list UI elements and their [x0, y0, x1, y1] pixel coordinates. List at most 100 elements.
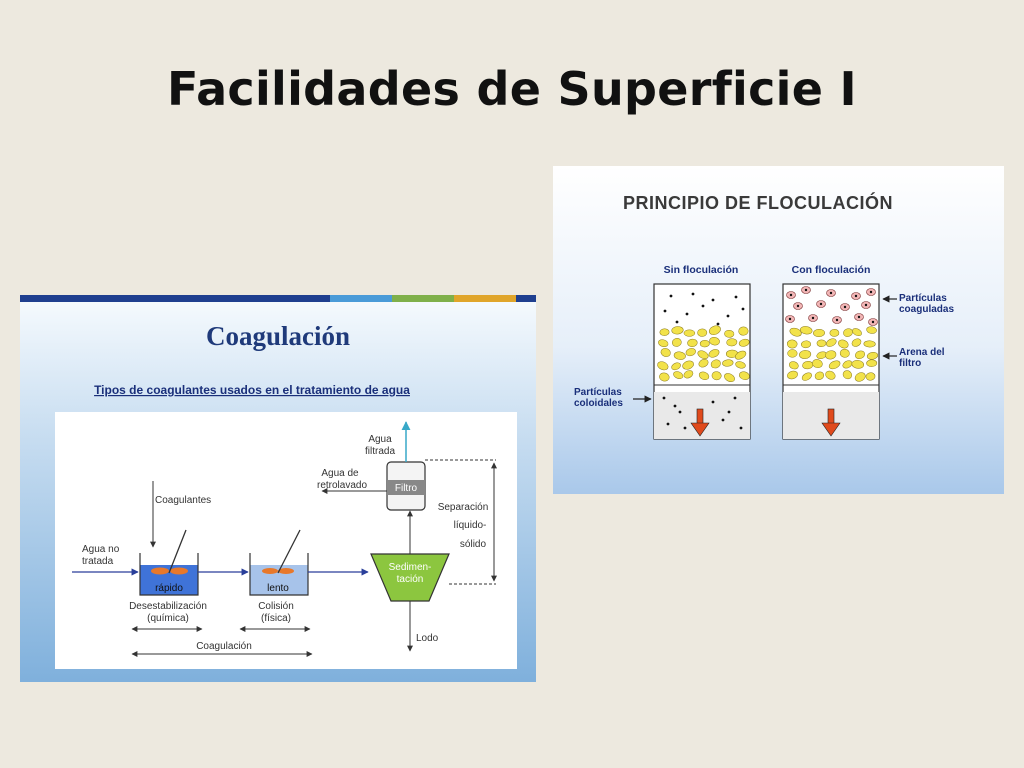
colloid-dot — [691, 292, 695, 296]
sand-grain — [673, 371, 684, 379]
sedimentation-unit — [370, 553, 450, 602]
separacion-label-2: líquido- — [454, 520, 487, 531]
column-sin-floculacion — [653, 283, 751, 440]
sand-grain — [825, 350, 837, 360]
sand-grain — [825, 370, 836, 380]
coagulated-particle-core — [871, 320, 875, 324]
coagulated-particle-core — [864, 303, 868, 307]
coagulated-particle-core — [829, 291, 833, 295]
coagulated-particle-core — [788, 317, 792, 321]
sand-grain — [787, 370, 798, 380]
sand-grain — [722, 359, 734, 367]
sand-grain — [812, 359, 823, 369]
con-floculacion-label: Con floculación — [792, 264, 871, 276]
separacion-label-3: sólido — [460, 539, 487, 550]
coagulated-particle-core — [789, 293, 793, 297]
desestabilizacion-label-1: Desestabilización — [129, 601, 207, 612]
sedimentacion-label-1: Sedimen- — [389, 562, 432, 573]
sand-grain — [726, 338, 738, 347]
sand-grain — [711, 371, 722, 381]
sand-grain — [659, 372, 670, 382]
down-arrow-right — [821, 408, 841, 437]
sand-grain — [699, 339, 710, 348]
coagulation-diagram: Coagulación Tipos de coagulantes usados … — [20, 295, 536, 682]
colloid-dot — [673, 404, 677, 408]
sand-grain — [854, 350, 866, 360]
sand-grain — [671, 338, 682, 347]
retrolavado-label-1: Agua de — [321, 468, 359, 479]
sand-grain — [708, 325, 721, 335]
colision-label-1: Colisión — [258, 601, 294, 612]
coagulated-particle-core — [869, 290, 873, 294]
sand-grain — [658, 339, 669, 347]
sand-grain — [838, 339, 849, 349]
sand-grain — [786, 339, 798, 349]
filter-label: Filtro — [395, 483, 418, 494]
arena-label-2: filtro — [899, 358, 921, 369]
sand-grain — [697, 350, 709, 359]
sand-grain — [710, 359, 721, 369]
agua-filtrada-label-1: Agua — [368, 434, 392, 445]
sand-grain — [682, 360, 694, 370]
colloid-dot — [721, 418, 725, 422]
coagulated-particles-right — [785, 286, 878, 326]
sand-grain — [828, 360, 841, 370]
sand-grain — [738, 326, 749, 336]
colloid-dot — [741, 307, 745, 311]
colloid-dots-left — [662, 292, 745, 430]
sand-grain — [659, 328, 670, 336]
color-bar — [20, 295, 536, 302]
lodo-label: Lodo — [416, 633, 439, 644]
particulas-coaguladas-label-1: Partículas — [899, 293, 947, 304]
colloid-dot — [727, 410, 731, 414]
sand-grain — [709, 337, 720, 346]
agua-no-tratada-label-1: Agua no — [82, 544, 120, 555]
sand-grain — [789, 327, 802, 337]
coagulacion-span-label: Coagulación — [196, 641, 252, 652]
sand-grain — [671, 362, 681, 371]
sand-grain — [735, 350, 747, 360]
agua-no-tratada-label-2: tratada — [82, 556, 114, 567]
colloid-dot — [711, 400, 715, 404]
sand-grain — [851, 360, 865, 369]
arena-label-1: Arena del — [899, 347, 945, 358]
colloid-dot — [733, 396, 737, 400]
colloid-dot — [663, 309, 667, 313]
coloidales-label-1: Partículas — [574, 387, 622, 398]
rapido-label: rápido — [155, 583, 183, 594]
floc-heading: PRINCIPIO DE FLOCULACIÓN — [623, 192, 893, 213]
sand-grain — [739, 371, 750, 380]
rapid-mix-tank — [139, 529, 199, 596]
sand-grain — [735, 361, 746, 369]
coagulated-particle-core — [804, 288, 808, 292]
sand-grain — [814, 371, 825, 380]
colloid-dot — [662, 396, 666, 400]
coagulated-particle-core — [811, 316, 815, 320]
retrolavado-label-2: retrolavado — [317, 480, 367, 491]
colloid-dot — [701, 304, 705, 308]
coloidales-label-2: coloidales — [574, 398, 623, 409]
sand-grain — [799, 350, 812, 359]
sand-grain — [685, 348, 696, 357]
sand-grain — [788, 361, 799, 370]
sand-grain — [813, 329, 825, 337]
sand-grain — [801, 372, 812, 381]
sand-grain — [724, 329, 735, 338]
lento-label: lento — [267, 583, 289, 594]
sand-grain — [854, 372, 866, 382]
sand-grain — [829, 329, 840, 337]
sand-grain — [683, 370, 694, 379]
coagulated-particle-core — [796, 304, 800, 308]
sand-grain — [787, 349, 798, 358]
colloid-dot — [678, 410, 682, 414]
down-arrow-left — [690, 408, 710, 437]
sand-grain — [800, 340, 812, 349]
sand-grain — [865, 372, 876, 381]
sand-grains-right — [786, 326, 879, 382]
sand-grain — [852, 328, 862, 337]
sand-grain — [839, 348, 850, 358]
sand-grain — [660, 348, 671, 357]
sand-grain — [683, 329, 696, 337]
separacion-label-1: Separación — [438, 502, 489, 513]
slow-mix-tank — [249, 529, 309, 596]
